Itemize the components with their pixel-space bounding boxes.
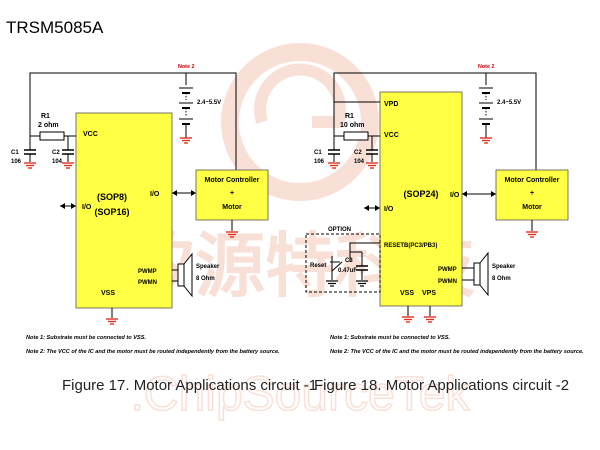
fig18-motor-line1: Motor Controller — [505, 177, 560, 184]
fig17-caption: Figure 17. Motor Applications circuit -1 — [62, 377, 317, 394]
fig17-c1-name: C1 — [11, 150, 19, 156]
fig17-c1-value: 106 — [11, 159, 22, 165]
fig18-battery — [479, 87, 493, 144]
fig18-pin-pwmp: PWMP — [438, 267, 457, 273]
figure-18: (SOP24) VPD VCC I/O I/O RESETB(PC3/PB3) … — [305, 64, 584, 394]
fig17-supply-wire — [29, 72, 237, 170]
fig18-r1 — [343, 131, 369, 141]
watermark-latin: .ChipSourceTek — [131, 368, 471, 421]
fig18-pin-io-right: I/O — [450, 192, 460, 199]
fig18-pin-vss: VSS — [400, 290, 414, 297]
fig18-c2-name: C2 — [354, 150, 362, 156]
fig18-battery-label: 2.4~5.5V — [497, 100, 521, 106]
fig18-r1-name: R1 — [345, 113, 354, 120]
fig18-speaker-line1: Speaker — [492, 264, 516, 270]
fig18-pin-vps: VPS — [422, 290, 436, 297]
fig18-reset-switch-icon — [325, 256, 343, 287]
fig17-motor-line1: Motor Controller — [205, 177, 260, 184]
fig17-io-left-arrow — [60, 203, 65, 209]
fig18-c3-value: 0.47uF — [338, 268, 357, 274]
fig17-ic-body — [75, 112, 173, 309]
fig18-note2: Note 2: The VCC of the IC and the motor … — [330, 349, 584, 355]
fig18-pin-pwmn: PWMN — [438, 279, 457, 285]
fig18-reset-label: Reset — [310, 263, 326, 269]
fig17-r1-value: 2 ohm — [38, 122, 59, 129]
fig18-c2-value: 104 — [354, 159, 365, 165]
fig17-io-right-arrow — [172, 190, 177, 196]
fig18-option-box — [305, 233, 381, 293]
fig18-r1-value: 10 ohm — [340, 122, 365, 129]
fig17-pin-pwmn: PWMN — [138, 280, 157, 286]
fig17-c2-name: C2 — [52, 150, 60, 156]
fig17-ic-name-2: (SOP16) — [94, 207, 129, 217]
fig17-pin-io-left: I/O — [82, 204, 92, 211]
fig17-note2: Note 2: The VCC of the IC and the motor … — [26, 349, 280, 355]
watermark-logo-ring — [221, 43, 379, 201]
fig17-r1-name: R1 — [41, 113, 50, 120]
fig18-supply-wire — [333, 72, 537, 170]
fig18-motor-box — [495, 169, 569, 221]
fig17-note1: Note 1: Substrate must be connected to V… — [26, 335, 146, 341]
fig18-note1: Note 1: Substrate must be connected to V… — [330, 335, 450, 341]
fig18-pin-vcc: VCC — [384, 132, 399, 139]
fig18-speaker-icon — [473, 262, 481, 286]
fig18-pin-reset: RESETB(PC3/PB3) — [384, 243, 437, 249]
fig17-speaker-line2: 8 Ohm — [196, 276, 215, 282]
fig18-io-left-arrow — [364, 205, 369, 211]
fig18-motor-line3: Motor — [522, 204, 542, 211]
fig17-speaker-line1: Speaker — [196, 264, 220, 270]
fig17-pin-vss: VSS — [101, 290, 115, 297]
fig17-battery-label: 2.4~5.5V — [197, 100, 221, 106]
fig18-caption: Figure 18. Motor Applications circuit -2 — [314, 377, 569, 394]
doc-title: TRSM5085A — [6, 18, 104, 37]
fig17-pin-pwmp: PWMP — [138, 269, 157, 275]
fig18-note-tag: Note 2 — [478, 64, 494, 70]
fig17-motor-line2: + — [230, 190, 234, 197]
fig18-ic-body — [379, 91, 463, 307]
fig18-c3-name: C3 — [345, 258, 353, 264]
fig17-battery — [179, 87, 193, 144]
fig18-option-label: OPTION — [328, 227, 351, 233]
fig17-motor-line3: Motor — [222, 204, 242, 211]
fig17-pin-vcc: VCC — [83, 131, 98, 138]
fig18-c1-value: 106 — [314, 159, 325, 165]
fig18-ic-name: (SOP24) — [403, 189, 438, 199]
fig18-pin-io-left: I/O — [384, 206, 394, 213]
fig18-io-right-arrow — [462, 191, 467, 197]
fig18-c1-name: C1 — [314, 150, 322, 156]
fig18-pin-vpd: VPD — [384, 101, 398, 108]
fig17-pin-io-right: I/O — [150, 191, 160, 198]
fig18-speaker-line2: 8 Ohm — [492, 276, 511, 282]
fig17-r1 — [39, 131, 65, 141]
watermark-logo-g — [254, 63, 346, 128]
fig17-speaker-icon — [177, 263, 185, 287]
fig17-note-tag: Note 2 — [178, 64, 194, 70]
fig17-ic-name-1: (SOP8) — [97, 192, 127, 202]
figure-17: (SOP8) (SOP16) VCC I/O I/O PWMP PWMN VSS… — [11, 64, 317, 394]
fig18-motor-line2: + — [530, 190, 534, 197]
fig17-c2-value: 104 — [52, 159, 63, 165]
